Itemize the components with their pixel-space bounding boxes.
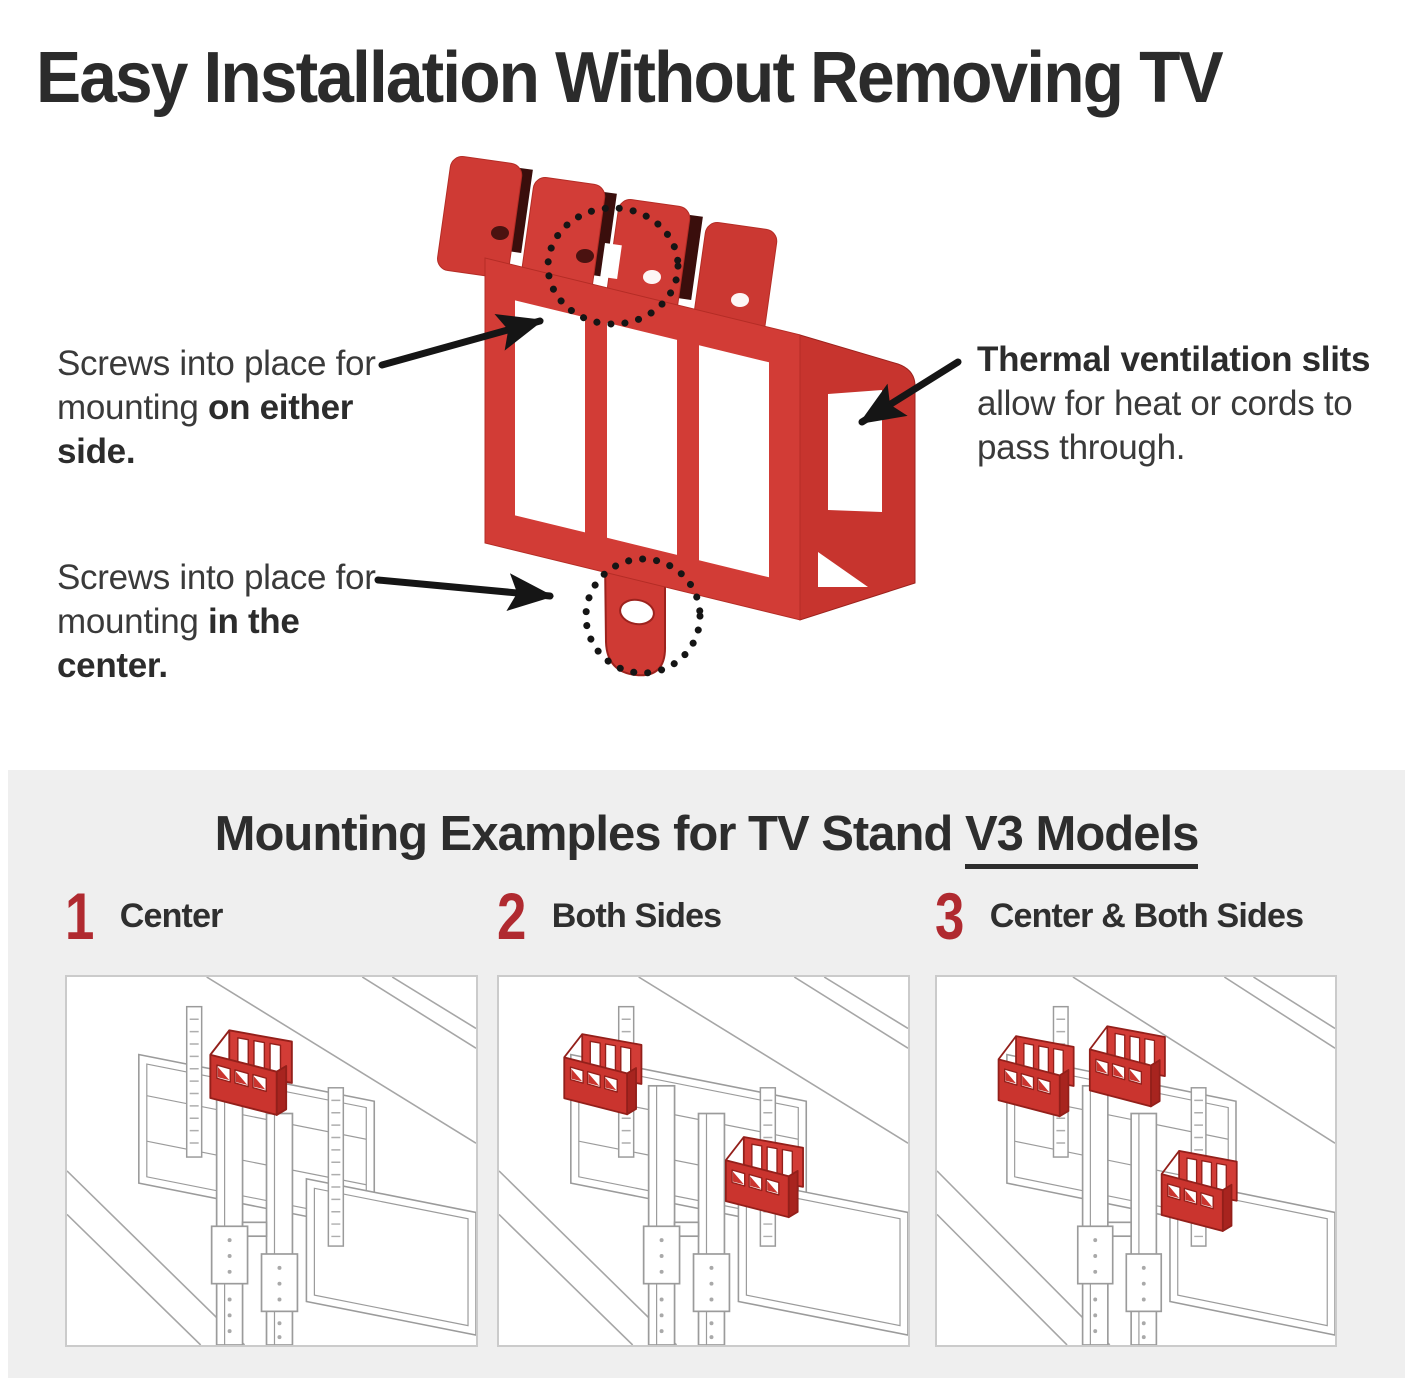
arrow-icon-center-screw [374,573,554,612]
example-3-label-row: 3 Center & Both Sides [935,876,1337,956]
callout-center-screw: Screws into place for mounting in the ce… [57,556,387,687]
highlight-dotted-circle-top [544,204,682,328]
side-return-flange [799,334,916,621]
mounting-example-illustration-both-sides [499,977,908,1345]
callout-thermal-bold: Thermal ventilation slits [977,340,1371,379]
arrow-icon-thermal-slits [858,358,962,426]
arrow-icon-side-screws [378,313,544,369]
example-2-number: 2 [497,879,527,953]
example-1-label-row: 1 Center [65,876,478,956]
callout-thermal-slits: Thermal ventilation slits allow for heat… [977,338,1379,469]
example-2-label: Both Sides [551,896,722,935]
mounting-examples-section: Mounting Examples for TV Stand V3 Models… [8,770,1405,1378]
callout-side-bold: on either side. [57,387,354,471]
example-2-label-row: 2 Both Sides [497,876,910,956]
bracket-front-frame [484,257,801,621]
examples-heading-underlined: V3 Models [964,807,1199,869]
example-1-panel [65,975,478,1347]
callout-side-screws: Screws into place for mounting on either… [57,342,387,473]
callout-center-text: Screws into place for mounting [57,558,376,641]
tab-screw-holes [491,226,749,307]
example-center: 1 Center [65,876,478,1347]
center-mounting-tab [603,556,667,677]
callout-center-bold: in the center. [57,601,300,685]
example-1-label: Center [119,896,224,935]
thermal-slit-shadows [508,168,703,300]
example-3-number: 3 [935,879,965,953]
highlight-dotted-circle-bottom [582,555,704,677]
example-both-sides: 2 Both Sides [497,876,910,1347]
example-center-and-both-sides: 3 Center & Both Sides [935,876,1337,1347]
mounting-example-illustration-center-both-sides [937,977,1335,1345]
bracket-diagram [374,156,962,677]
example-3-label: Center & Both Sides [989,896,1304,935]
example-1-number: 1 [65,879,95,953]
open-slot [600,243,622,280]
examples-heading: Mounting Examples for TV Stand V3 Models [8,770,1405,869]
callout-side-text: Screws into place for mounting [57,344,376,427]
red-mounting-bracket-illustration [437,156,916,677]
examples-heading-text: Mounting Examples for TV Stand [214,807,965,861]
example-2-panel [497,975,910,1347]
mounting-example-illustration-center [67,977,476,1345]
page-title: Easy Installation Without Removing TV [36,38,1224,119]
callout-thermal-text: allow for heat or cords to pass through. [977,383,1353,467]
example-3-panel [935,975,1337,1347]
